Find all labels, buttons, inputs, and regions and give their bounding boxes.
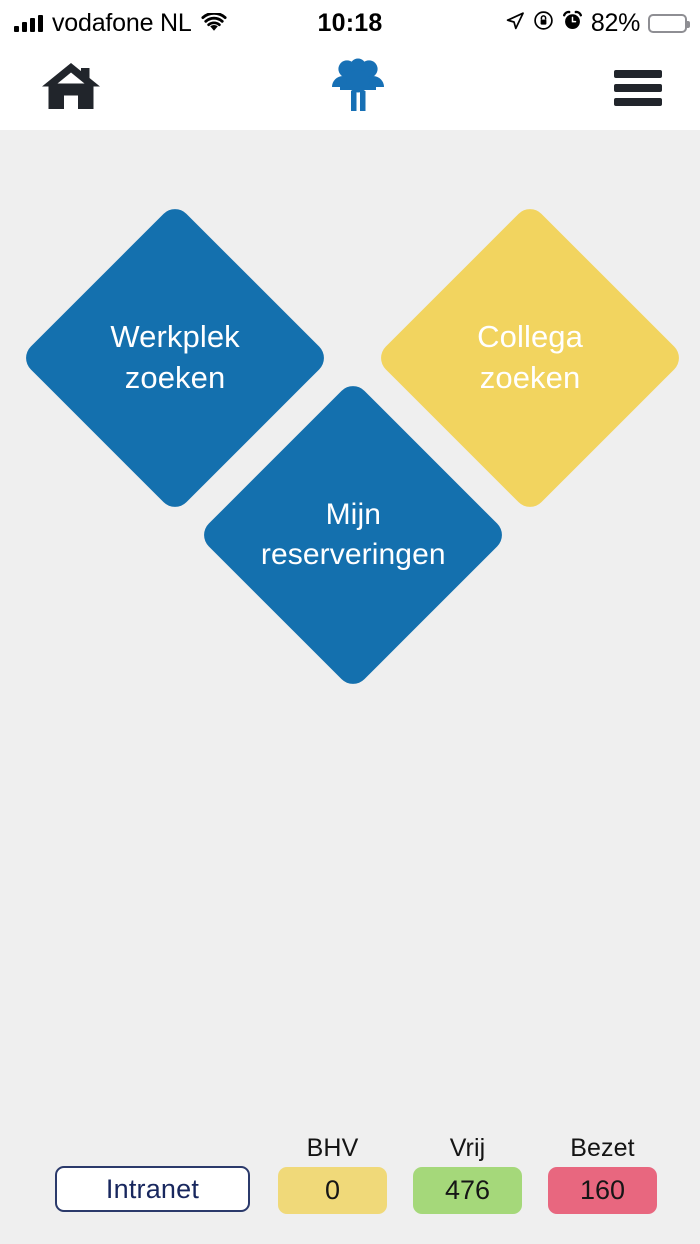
- location-arrow-icon: [505, 11, 525, 36]
- wifi-icon: [201, 11, 227, 33]
- occupancy-stats: BHV 0 Vrij 476 Bezet 160: [278, 1134, 658, 1214]
- main-content: Werkplek zoeken Collega zoeken Mijn rese…: [0, 130, 700, 1130]
- stat-value-badge[interactable]: 160: [548, 1166, 657, 1214]
- stat-value-badge[interactable]: 0: [278, 1166, 387, 1214]
- stat-caption: BHV: [306, 1134, 359, 1162]
- status-bar: vodafone NL 10:18: [0, 0, 700, 46]
- home-button[interactable]: [40, 59, 102, 118]
- tile-label: Collega zoeken: [477, 319, 583, 395]
- status-bar-right: 82%: [505, 0, 690, 46]
- tile-label: Mijn reserveringen: [260, 498, 446, 571]
- rotation-lock-icon: [533, 10, 554, 36]
- stat-caption: Bezet: [570, 1134, 635, 1162]
- tile-label: Werkplek zoeken: [110, 319, 240, 395]
- battery-percent: 82%: [590, 8, 640, 37]
- stat-value-badge[interactable]: 476: [413, 1166, 522, 1214]
- battery-icon: [648, 13, 690, 33]
- intranet-button[interactable]: Intranet: [55, 1166, 250, 1212]
- stat-bhv: BHV 0: [278, 1134, 387, 1214]
- alarm-clock-icon: [562, 10, 583, 36]
- status-bar-center: 10:18: [0, 0, 700, 46]
- status-bar-clock: 10:18: [317, 8, 383, 37]
- cellular-signal-icon: [14, 14, 43, 32]
- stat-caption: Vrij: [449, 1134, 486, 1162]
- carrier-name: vodafone NL: [52, 8, 192, 37]
- app-logo-button[interactable]: [326, 57, 390, 120]
- menu-button[interactable]: [614, 70, 662, 106]
- home-icon: [40, 59, 102, 118]
- bottom-bar: Intranet BHV 0 Vrij 476 Bezet 160: [0, 1130, 700, 1244]
- stat-bezet: Bezet 160: [548, 1134, 657, 1214]
- people-group-logo-icon: [326, 57, 390, 120]
- status-bar-left: vodafone NL: [14, 0, 227, 46]
- stat-vrij: Vrij 476: [413, 1134, 522, 1214]
- hamburger-menu-icon: [614, 70, 662, 106]
- app-header: [0, 46, 700, 130]
